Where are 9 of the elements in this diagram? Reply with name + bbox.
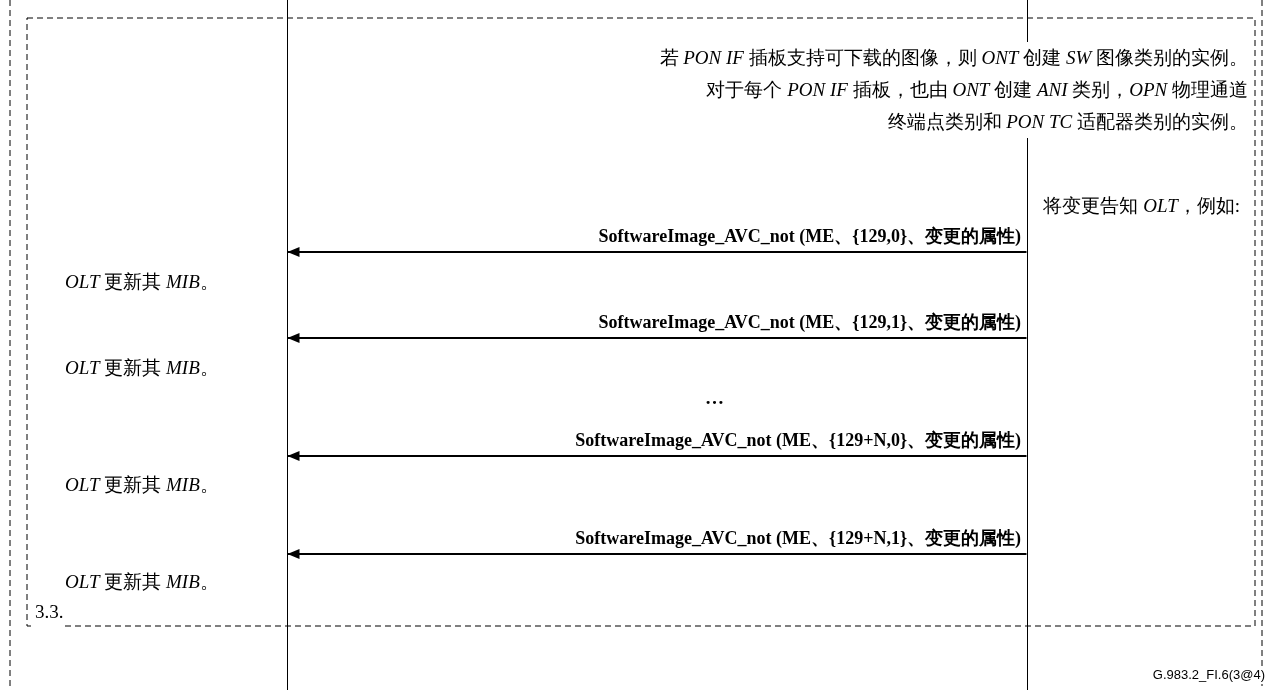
message-label: SoftwareImage_AVC_not (ME、{129+N,0}、变更的属性)	[575, 429, 1021, 452]
lifeline	[286, 0, 288, 690]
arrow	[286, 549, 1028, 559]
arrow	[286, 247, 1028, 257]
message-label: SoftwareImage_AVC_not (ME、{129,1}、变更的属性)	[598, 311, 1021, 334]
arrow	[286, 451, 1028, 461]
message-label: SoftwareImage_AVC_not (ME、{129,0}、变更的属性)	[598, 225, 1021, 248]
arrow	[286, 333, 1028, 343]
message-label: SoftwareImage_AVC_not (ME、{129+N,1}、变更的属性)	[575, 527, 1021, 550]
